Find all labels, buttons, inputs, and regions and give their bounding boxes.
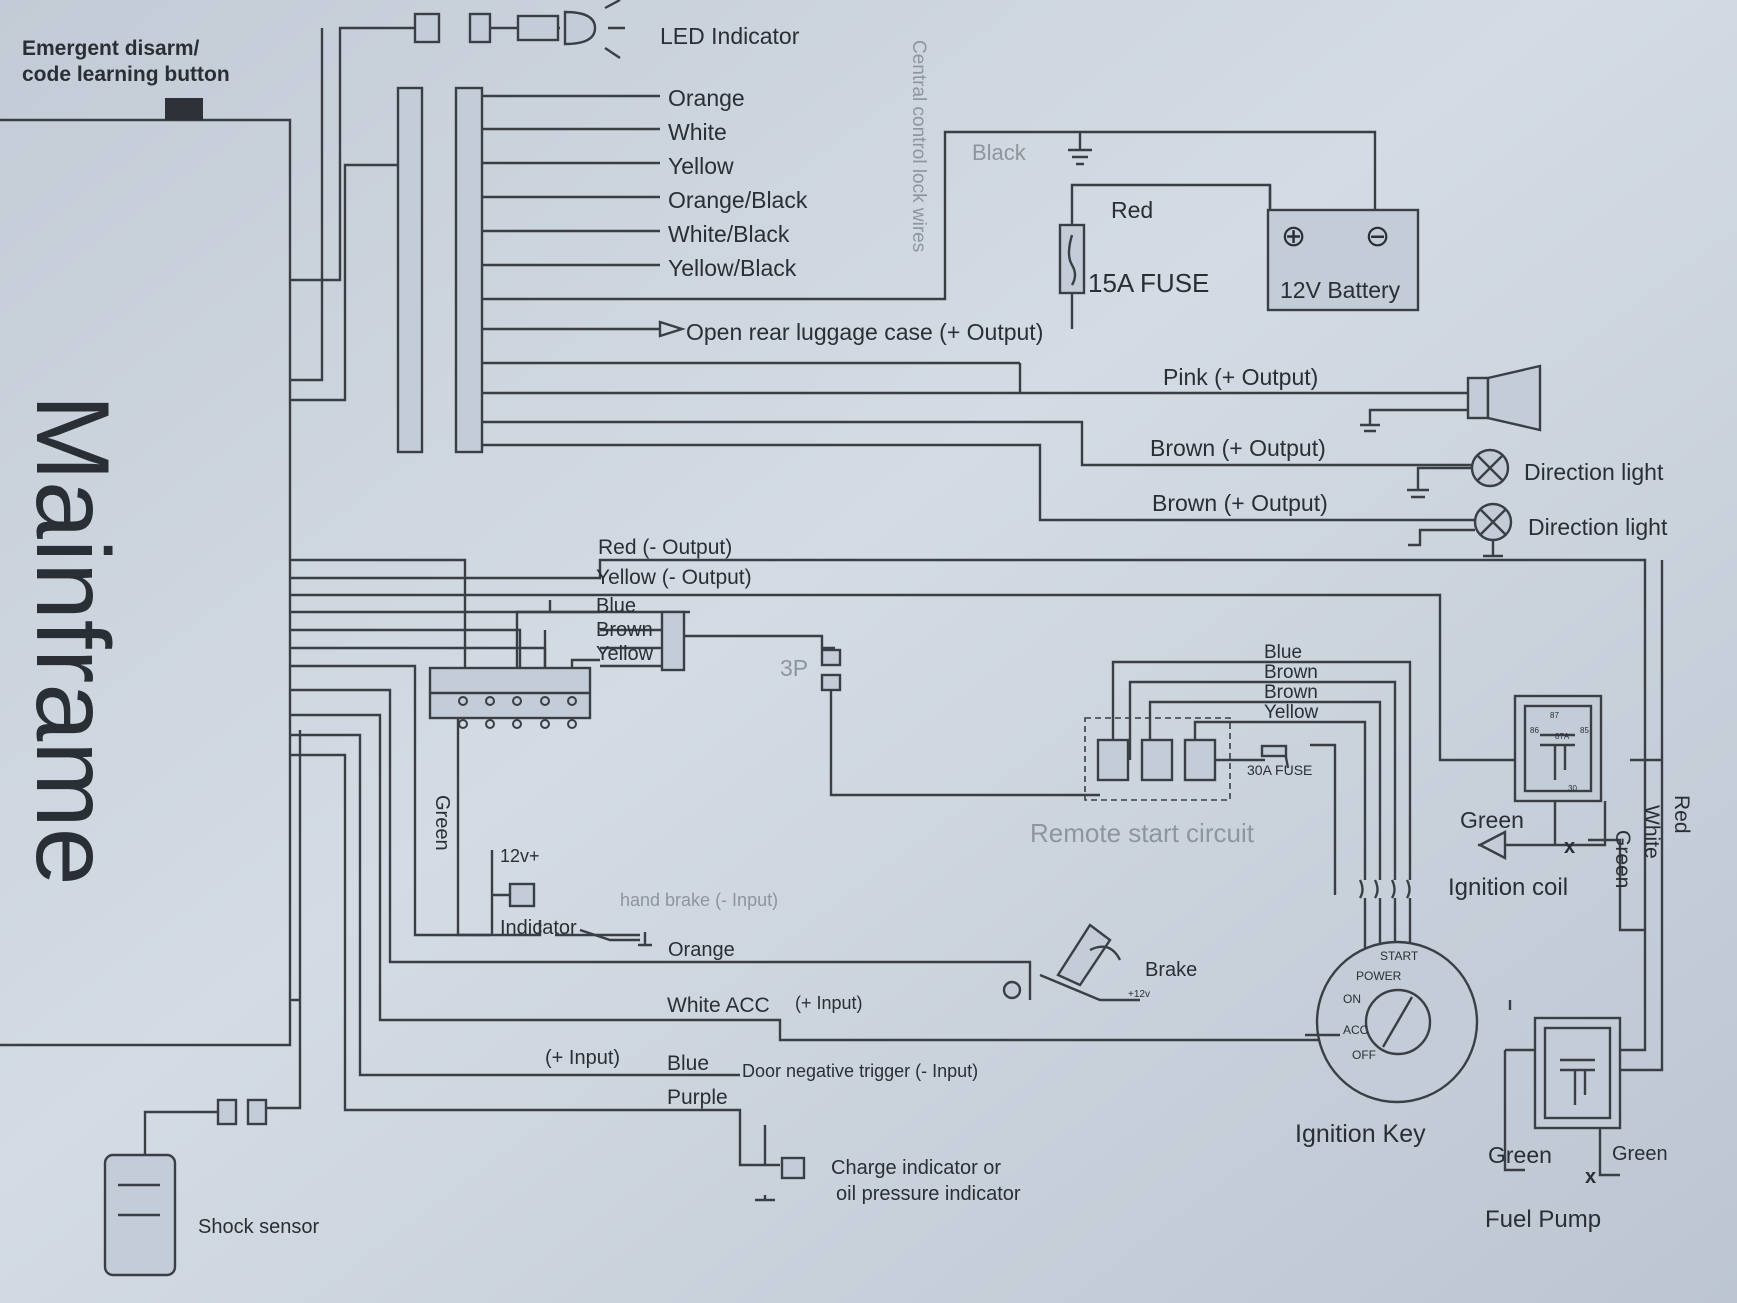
brown-output-label-1: Brown (+ Output)	[1150, 435, 1326, 461]
x-mark-coil: x	[1564, 836, 1575, 858]
green-pump-right-label: Green	[1612, 1143, 1668, 1165]
fuel-pump-label: Fuel Pump	[1485, 1206, 1601, 1233]
green-right-label: Green	[1611, 830, 1634, 888]
direction-light-label-1: Direction light	[1524, 459, 1664, 485]
key-pos-start: START	[1380, 949, 1419, 963]
orange-wire-label: Orange	[668, 939, 735, 961]
red-label: Red	[1111, 197, 1153, 223]
green-wire-label: Green	[431, 795, 453, 851]
emergent-label-line2: code learning button	[22, 63, 230, 86]
shock-sensor-icon	[103, 1098, 270, 1277]
charge-label-2: oil pressure indicator	[836, 1183, 1021, 1205]
ignition-key-icon	[1305, 940, 1479, 1104]
battery-label: 12V Battery	[1280, 277, 1401, 303]
black-label: Black	[972, 140, 1027, 165]
connector-wire-yellow: Yellow	[596, 643, 654, 665]
key-pos-power: POWER	[1356, 969, 1402, 983]
rs-wire-brown-2: Brown	[1264, 682, 1318, 703]
central-lock-label: Central control lock wires	[908, 40, 929, 252]
green-pump-left-label: Green	[1488, 1142, 1552, 1168]
relay-pin-87: 87	[1550, 711, 1559, 720]
ignition-relay-icon	[1477, 694, 1645, 932]
x-mark-pump: x	[1585, 1166, 1596, 1188]
red-right-label: Red	[1670, 795, 1693, 834]
central-lock-connector	[290, 28, 1475, 522]
connector-3p-label: 3P	[780, 655, 808, 681]
direction-light-1-icon	[1407, 448, 1510, 499]
mainframe-unit: Mainframe	[0, 98, 292, 1047]
brake-label: Brake	[1145, 959, 1197, 981]
pink-output-label: Pink (+ Output)	[1163, 364, 1318, 390]
brown-output-label-2: Brown (+ Output)	[1152, 490, 1328, 516]
fuel-pump-relay-icon	[1503, 560, 1664, 1177]
12v-label: 12v+	[500, 846, 540, 866]
charge-label-1: Charge indicator or	[831, 1157, 1001, 1179]
connector-wire-blue: Blue	[596, 595, 636, 617]
ignition-coil-label: Ignition coil	[1448, 874, 1568, 901]
yellow-output-label: Yellow (- Output)	[596, 566, 752, 589]
hand-brake-label: hand brake (- Input)	[620, 890, 778, 910]
emergent-label-line1: Emergent disarm/	[22, 37, 200, 60]
relay-pin-86: 86	[1530, 726, 1539, 735]
lock-wire-2: White	[668, 119, 727, 145]
indicator-lamp-icon	[508, 882, 536, 908]
lower-wiring	[270, 664, 1340, 1202]
purple-wire-label: Purple	[667, 1086, 728, 1109]
rs-wire-yellow: Yellow	[1264, 702, 1319, 723]
acc-plus-input-label: (+ Input)	[795, 993, 863, 1013]
battery-plus-icon: ⊕	[1281, 220, 1306, 253]
brake-12v-label: +12v	[1128, 989, 1150, 1000]
middle-wiring	[290, 558, 1647, 1000]
battery-icon	[1266, 208, 1420, 312]
connector-wire-brown: Brown	[596, 619, 653, 641]
mainframe-label: Mainframe	[14, 394, 130, 885]
direction-light-label-2: Direction light	[1528, 514, 1668, 540]
shock-sensor-label: Shock sensor	[198, 1216, 320, 1238]
fuse-30a-label: 30A FUSE	[1247, 762, 1312, 778]
fuse-15a-label: 15A FUSE	[1088, 268, 1209, 298]
relay-pin-87a: 87A	[1555, 732, 1570, 741]
remote-start-label: Remote start circuit	[1030, 818, 1255, 848]
siren-icon	[1018, 363, 1542, 433]
battery-minus-icon: ⊖	[1365, 220, 1390, 253]
rs-wire-brown-1: Brown	[1264, 662, 1318, 683]
lock-wire-6: Yellow/Black	[668, 255, 797, 281]
blue-wire-label: Blue	[667, 1052, 709, 1075]
relay-pin-30: 30	[1568, 784, 1577, 793]
lock-wire-4: Orange/Black	[668, 187, 808, 213]
relay-pin-85: 85	[1580, 726, 1589, 735]
key-pos-off: OFF	[1352, 1048, 1376, 1062]
open-rear-label: Open rear luggage case (+ Output)	[686, 319, 1043, 345]
emergent-button-icon	[165, 98, 203, 120]
lock-wire-3: Yellow	[668, 153, 734, 179]
door-trigger-label: Door negative trigger (- Input)	[742, 1061, 978, 1081]
green-coil-label: Green	[1460, 807, 1524, 833]
white-right-label: White	[1640, 805, 1663, 859]
lock-wire-5: White/Black	[668, 221, 790, 247]
ignition-key-label: Ignition Key	[1295, 1120, 1426, 1148]
plus-input-label: (+ Input)	[545, 1047, 620, 1069]
brake-pedal-icon	[1002, 923, 1122, 1000]
red-output-label: Red (- Output)	[598, 536, 732, 559]
direction-light-2-icon	[1408, 502, 1513, 558]
key-pos-acc: ACC	[1343, 1023, 1369, 1037]
white-acc-label: White ACC	[667, 994, 770, 1017]
rs-wire-blue: Blue	[1264, 642, 1302, 663]
led-indicator-label: LED Indicator	[660, 23, 800, 49]
lock-wire-1: Orange	[668, 85, 745, 111]
led-indicator-icon	[290, 0, 625, 282]
remote-start-circuit	[1084, 660, 1412, 1005]
key-pos-on: ON	[1343, 992, 1361, 1006]
battery-section	[1058, 132, 1420, 312]
indicator-label: Indicator	[500, 917, 577, 939]
